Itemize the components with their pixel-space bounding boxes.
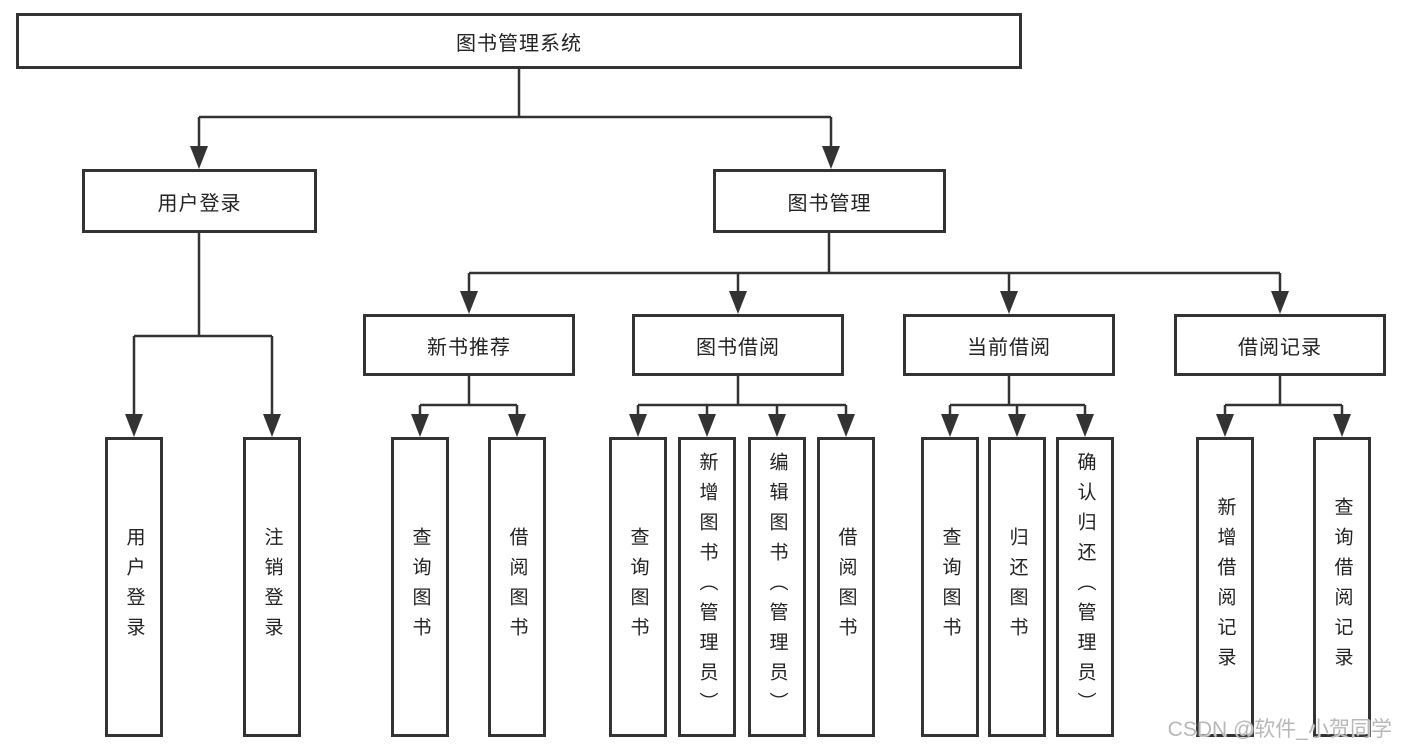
leaf-query-borrow-record: 查询借阅记录	[1313, 437, 1371, 737]
leaf-label: 借阅图书	[506, 527, 528, 647]
node-label: 新书推荐	[427, 336, 511, 359]
leaf-confirm-return-admin: 确认归还（管理员）	[1056, 437, 1114, 737]
node-library-management-system: 图书管理系统	[16, 13, 1022, 69]
node-label: 图书管理	[787, 192, 872, 215]
leaf-add-books-admin: 新增图书（管理员）	[678, 437, 736, 737]
leaf-label: 用户登录	[123, 527, 145, 647]
leaf-query-books-current: 查询图书	[921, 437, 979, 737]
leaf-label: 查询图书	[409, 527, 431, 647]
leaf-label: 新增图书（管理员）	[696, 452, 718, 722]
leaf-label: 归还图书	[1006, 527, 1028, 647]
node-label: 用户登录	[157, 192, 242, 215]
leaf-query-books-borrow: 查询图书	[609, 437, 667, 737]
leaf-logout: 注销登录	[243, 437, 301, 737]
node-label: 图书管理系统	[456, 32, 582, 55]
node-book-borrowing: 图书借阅	[632, 314, 844, 376]
leaf-user-login: 用户登录	[105, 437, 163, 737]
node-label: 当前借阅	[967, 336, 1051, 359]
node-user-login: 用户登录	[82, 169, 317, 233]
node-label: 图书借阅	[696, 336, 780, 359]
leaf-borrow-books: 借阅图书	[817, 437, 875, 737]
leaf-query-books-recommend: 查询图书	[391, 437, 449, 737]
node-borrowing-records: 借阅记录	[1174, 314, 1386, 376]
node-new-book-recommendation: 新书推荐	[363, 314, 575, 376]
leaf-edit-books-admin: 编辑图书（管理员）	[748, 437, 806, 737]
leaf-return-books: 归还图书	[988, 437, 1046, 737]
leaf-label: 借阅图书	[835, 527, 857, 647]
leaf-label: 编辑图书（管理员）	[766, 452, 788, 722]
leaf-label: 确认归还（管理员）	[1074, 452, 1096, 722]
leaf-label: 查询借阅记录	[1331, 497, 1353, 677]
node-book-management: 图书管理	[713, 169, 946, 233]
leaf-add-borrow-record: 新增借阅记录	[1196, 437, 1254, 737]
leaf-label: 注销登录	[261, 527, 283, 647]
node-current-borrowing: 当前借阅	[903, 314, 1115, 376]
node-label: 借阅记录	[1238, 336, 1322, 359]
leaf-label: 查询图书	[939, 527, 961, 647]
leaf-label: 查询图书	[627, 527, 649, 647]
csdn-watermark: CSDN @软件_小贺同学	[1167, 718, 1392, 741]
leaf-borrow-books-recommend: 借阅图书	[488, 437, 546, 737]
leaf-label: 新增借阅记录	[1214, 497, 1236, 677]
